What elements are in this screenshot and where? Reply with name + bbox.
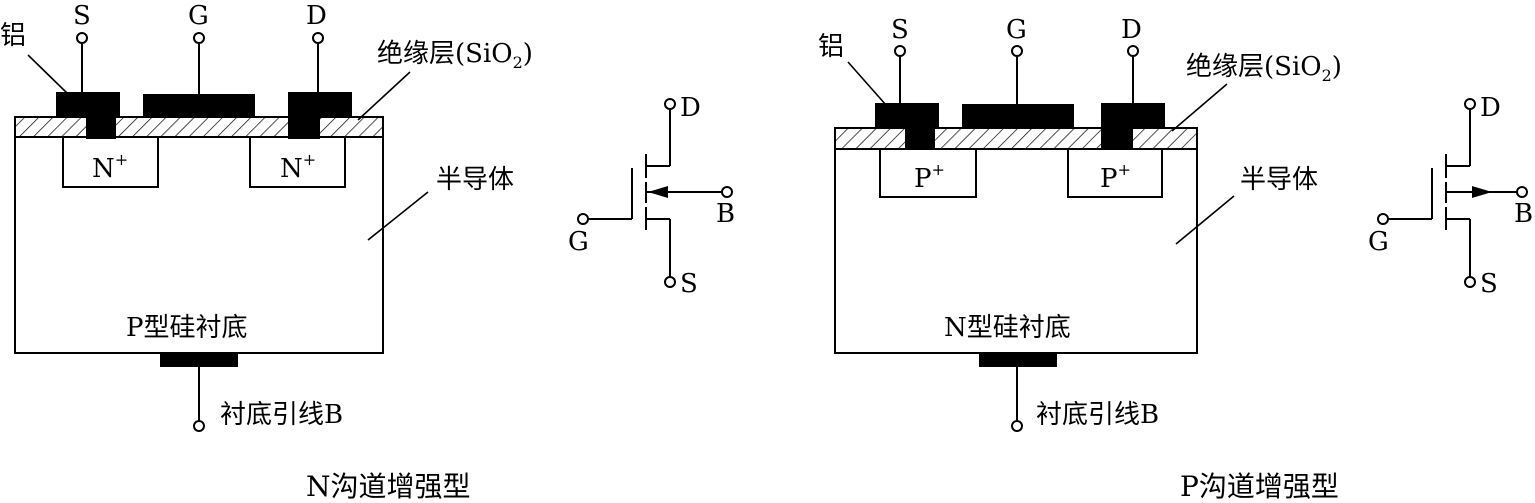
terminal-d-label: D [306, 1, 327, 31]
oxide-layer [834, 127, 1198, 150]
insulator-label-subscript: 2 [513, 53, 523, 72]
p-plus-source-label: P+ [914, 160, 945, 194]
insulator-pointer [1171, 83, 1228, 132]
p-plus-drain-label: P+ [1100, 160, 1131, 194]
substrate-lead-label: 衬底引线B [1036, 400, 1159, 430]
source-metal-via [905, 128, 935, 150]
symbol-s-node [664, 276, 676, 288]
semiconductor-pointer [367, 191, 429, 241]
substrate-lead-label: 衬底引线B [220, 400, 343, 430]
figure-caption: N沟道增强型 [306, 470, 471, 503]
aluminum-pointer [847, 61, 887, 106]
insulator-label: 绝缘层(SiO2) [1186, 52, 1342, 85]
figure-caption: P沟道增强型 [1180, 470, 1339, 503]
symbol-b-node [1516, 186, 1528, 198]
p-channel-device: S G D 铝 绝缘层(SiO2) P+ P+ 半导体 N型硅衬底 衬底引线B … [818, 15, 1342, 503]
symbol-d-label: D [680, 93, 701, 123]
symbol-d-node [664, 98, 676, 110]
insulator-label-close: ) [523, 39, 533, 69]
aluminum-label: 铝 [818, 32, 844, 62]
n-channel-symbol [577, 98, 733, 288]
substrate-terminal-node [1011, 420, 1023, 432]
insulator-label-main: 绝缘层(SiO [1186, 52, 1322, 82]
symbol-g-node [577, 213, 589, 225]
source-metal-via [86, 117, 116, 139]
drain-metal-contact [1101, 103, 1165, 128]
substrate-contact [160, 353, 238, 367]
n-plus-drain-label: N+ [280, 150, 316, 184]
n-plus-drain-base: N [280, 154, 303, 184]
oxide-layer [14, 116, 384, 138]
symbol-s-label: S [1480, 269, 1498, 299]
source-metal-contact [56, 92, 120, 117]
n-plus-source-base: N [92, 154, 115, 184]
insulator-label-main: 绝缘层(SiO [377, 39, 513, 69]
gate-metal [962, 104, 1074, 128]
gate-terminal-node [1011, 45, 1023, 57]
substrate-terminal-node [193, 420, 205, 432]
semiconductor-label: 半导体 [1240, 165, 1318, 195]
p-plus-region-source [879, 148, 977, 198]
terminal-d-label: D [1121, 15, 1142, 45]
drain-terminal-node [312, 32, 324, 44]
p-plus-drain-sup: + [1118, 160, 1131, 179]
arrow-icon-inward [648, 186, 668, 198]
symbol-b-node [721, 186, 733, 198]
source-terminal-node [76, 32, 88, 44]
n-plus-region-source [62, 136, 159, 188]
symbol-s-label: S [680, 269, 698, 299]
terminal-g-label: G [188, 1, 209, 31]
terminal-s-label: S [73, 1, 91, 31]
p-plus-source-base: P [914, 164, 932, 194]
substrate-contact [979, 353, 1057, 367]
aluminum-pointer [27, 54, 69, 95]
substrate-label: P型硅衬底 [126, 313, 248, 343]
terminal-g-label: G [1006, 15, 1027, 45]
symbol-g-node [1377, 213, 1389, 225]
symbol-g-label: G [568, 227, 589, 257]
drain-metal-via [288, 117, 320, 139]
symbol-d-label: D [1480, 93, 1501, 123]
insulator-pointer [357, 71, 411, 121]
gate-metal [143, 94, 255, 117]
symbol-d-node [1464, 98, 1476, 110]
p-plus-region-drain [1067, 148, 1163, 198]
source-metal-contact [875, 103, 939, 128]
terminal-s-label: S [891, 15, 909, 45]
semiconductor-pointer [1175, 195, 1235, 245]
drain-metal-contact [288, 92, 352, 117]
insulator-label-close: ) [1332, 52, 1342, 82]
symbol-b-label: B [716, 199, 735, 229]
p-plus-source-sup: + [932, 160, 945, 179]
symbol-g-label: G [1368, 227, 1389, 257]
n-plus-source-label: N+ [92, 150, 128, 184]
insulator-label-subscript: 2 [1322, 66, 1332, 85]
drain-terminal-node [1127, 45, 1139, 57]
insulator-label: 绝缘层(SiO2) [377, 39, 533, 72]
n-plus-drain-sup: + [303, 150, 316, 169]
symbol-b-label: B [1514, 199, 1533, 229]
substrate-label: N型硅衬底 [944, 313, 1071, 343]
source-terminal-node [894, 45, 906, 57]
p-plus-drain-base: P [1100, 164, 1118, 194]
n-plus-source-sup: + [115, 150, 128, 169]
aluminum-label: 铝 [0, 21, 26, 51]
symbol-s-node [1464, 276, 1476, 288]
drain-metal-via [1101, 128, 1133, 150]
arrow-icon-outward [1472, 186, 1492, 198]
semiconductor-label: 半导体 [436, 165, 514, 195]
gate-terminal-node [193, 32, 205, 44]
n-channel-device: S G D 铝 绝缘层(SiO2) N+ N+ 半导体 P型硅衬底 衬底引线B … [0, 1, 533, 503]
p-channel-symbol [1377, 98, 1528, 288]
